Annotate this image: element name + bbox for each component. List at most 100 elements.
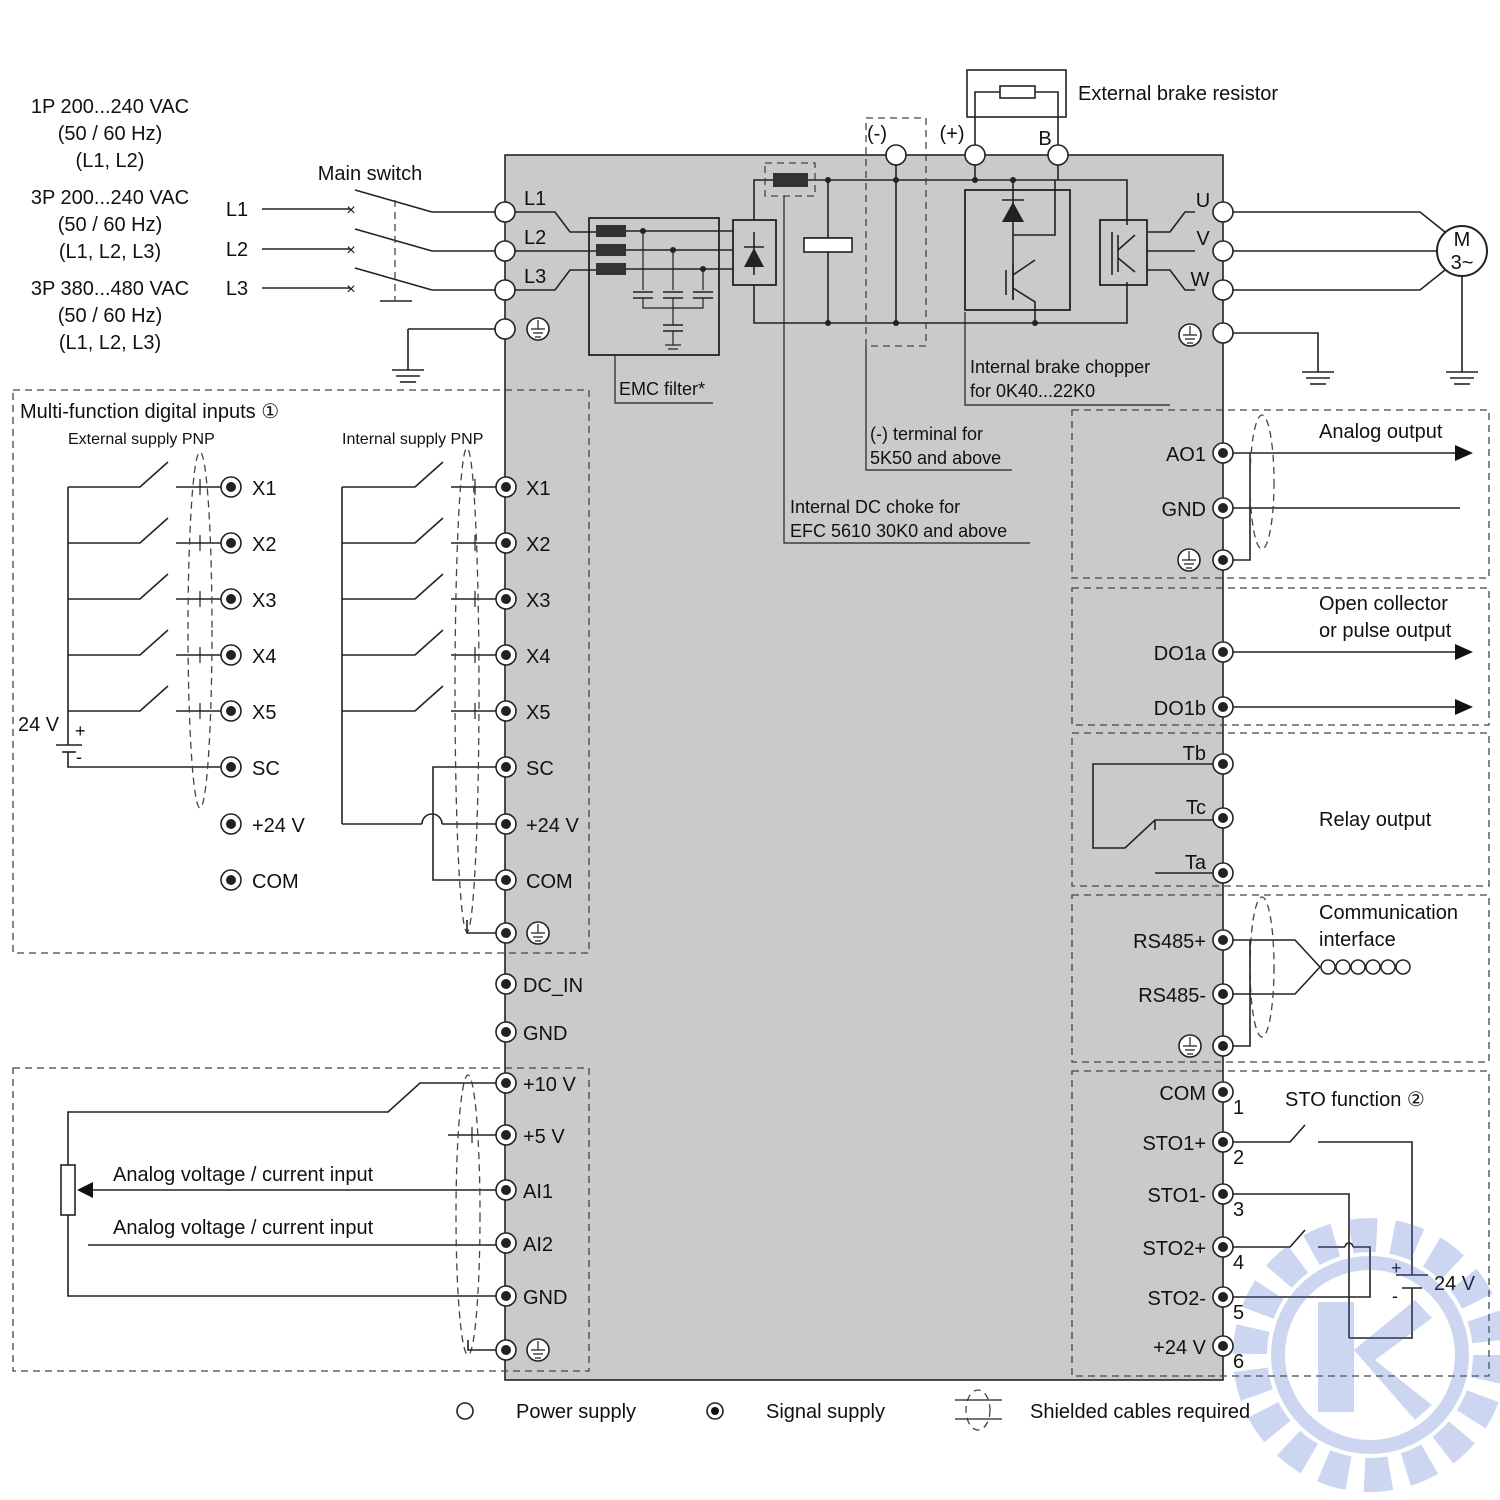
- resistor-icon: [999, 85, 1036, 99]
- ext-terminal-label-0: X1: [252, 478, 276, 500]
- digital-inputs-title: Multi-function digital inputs ①: [20, 401, 279, 423]
- terminal-v[interactable]: [1212, 240, 1234, 262]
- ext-terminal-label-6: +24 V: [252, 815, 305, 837]
- terminal-pe-input[interactable]: [494, 318, 516, 340]
- power-supply-icon: [456, 1402, 474, 1420]
- mains-l1-label: L1: [226, 199, 248, 221]
- brake-chopper-label-1: Internal brake chopper: [970, 357, 1150, 377]
- terminal-do1a-label: DO1a: [1154, 643, 1207, 665]
- mains-l2-label: L2: [226, 239, 248, 261]
- terminal-sto-label-0: COM: [1159, 1083, 1206, 1105]
- terminal-di-label-0: X1: [526, 478, 550, 500]
- terminal-sto-label-5: +24 V: [1153, 1337, 1206, 1359]
- analog-input-label-1: Analog voltage / current input: [113, 1164, 374, 1186]
- ext-terminal-label-7: COM: [252, 871, 299, 893]
- ext-terminal-label-5: SC: [252, 758, 280, 780]
- emc-filter-box: [588, 217, 720, 356]
- terminal-ai-label-3: AI2: [523, 1234, 553, 1256]
- dc-minus-callout-2: 5K50 and above: [870, 448, 1001, 468]
- dc-choke-callout-2: EFC 5610 30K0 and above: [790, 521, 1007, 541]
- terminal-dc-minus[interactable]: [885, 144, 907, 166]
- relay-output-frame: [1071, 732, 1490, 887]
- dc-choke-icon: [773, 173, 808, 187]
- terminal-l1[interactable]: [494, 201, 516, 223]
- drive-body: [504, 154, 1224, 1381]
- internal-supply-label: Internal supply PNP: [342, 431, 483, 448]
- brake-chopper-label-2: for 0K40...22K0: [970, 381, 1095, 401]
- open-collector-frame: [1071, 587, 1490, 726]
- terminal-ao1-label: AO1: [1166, 444, 1206, 466]
- sto-plus: +: [1391, 1258, 1402, 1278]
- terminal-tc-label: Tc: [1186, 797, 1206, 819]
- terminal-sto-number-5: 6: [1233, 1351, 1244, 1373]
- terminal-di-label-3: X4: [526, 646, 550, 668]
- terminal-dc-plus-label: (+): [940, 123, 965, 145]
- terminal-aux-label-1: GND: [523, 1023, 567, 1045]
- shielded-cable-icon: [965, 1389, 991, 1431]
- potentiometer-icon: [60, 1164, 76, 1216]
- dc-capacitor-icon: [803, 237, 853, 253]
- terminal-w[interactable]: [1212, 279, 1234, 301]
- callouts: EMC filter* Internal brake chopper for 0…: [614, 196, 1170, 544]
- terminal-di-label-6: +24 V: [526, 815, 579, 837]
- terminal-di-label-5: SC: [526, 758, 554, 780]
- terminal-l1-label: L1: [524, 188, 546, 210]
- terminal-di-label-4: X5: [526, 702, 550, 724]
- terminal-u-label: U: [1196, 190, 1210, 212]
- terminal-sto-label-3: STO2+: [1142, 1238, 1206, 1260]
- battery-minus: -: [76, 747, 82, 767]
- terminal-sto-label-4: STO2-: [1147, 1288, 1206, 1310]
- ext-terminal-label-1: X2: [252, 534, 276, 556]
- motor-label-3ph: 3~: [1451, 252, 1474, 274]
- power-circuit: [515, 117, 1195, 356]
- svg-text:×: ×: [346, 242, 355, 259]
- terminal-rs485-plus-label: RS485+: [1133, 931, 1206, 953]
- supply-3p-380-phases: (L1, L2, L3): [59, 332, 161, 354]
- brake-resistor-box: [966, 69, 1067, 118]
- output-terminals: U V W M 3~: [1178, 190, 1488, 385]
- dc-choke-callout-1: Internal DC choke for: [790, 497, 960, 517]
- communication-frame: [1071, 894, 1490, 1063]
- communication-title-1: Communication: [1319, 902, 1458, 924]
- sto-frame: [1071, 1070, 1490, 1377]
- terminal-brake-b-label: B: [1038, 128, 1051, 150]
- terminal-v-label: V: [1196, 228, 1210, 250]
- terminal-di-label-1: X2: [526, 534, 550, 556]
- dc-terminals: (-) (+) B External brake resistor: [867, 69, 1278, 166]
- sto-battery-label: 24 V: [1434, 1273, 1476, 1295]
- terminal-dc-plus[interactable]: [964, 144, 986, 166]
- terminal-ai-label-0: +10 V: [523, 1074, 576, 1096]
- terminal-l3[interactable]: [494, 279, 516, 301]
- terminal-sto-number-0: 1: [1233, 1097, 1244, 1119]
- terminal-sto-number-3: 4: [1233, 1252, 1244, 1274]
- terminal-w-label: W: [1191, 269, 1210, 291]
- right-terminals: AO1GNDDO1aDO1bTbTcTaRS485+RS485-COM1STO1…: [1133, 442, 1411, 1373]
- terminal-ao-gnd-label: GND: [1162, 499, 1206, 521]
- terminal-pe-output[interactable]: [1212, 322, 1234, 344]
- terminal-dc-minus-label: (-): [867, 123, 887, 145]
- analog-input-label-2: Analog voltage / current input: [113, 1217, 374, 1239]
- input-terminals: L1 L2 L3: [494, 188, 550, 341]
- supply-3p-200-phases: (L1, L2, L3): [59, 241, 161, 263]
- battery-label: 24 V: [18, 714, 60, 736]
- legend: Power supply Signal supply Shielded cabl…: [456, 1389, 1250, 1431]
- open-collector-title-2: or pulse output: [1319, 620, 1452, 642]
- terminal-u[interactable]: [1212, 201, 1234, 223]
- terminal-sto-label-2: STO1-: [1147, 1185, 1206, 1207]
- terminal-do1b-label: DO1b: [1154, 698, 1206, 720]
- supply-3p-200-label: 3P 200...240 VAC: [31, 187, 189, 209]
- legend-shielded-cables: Shielded cables required: [1030, 1401, 1250, 1423]
- external-supply-label: External supply PNP: [68, 431, 215, 448]
- motor-label-m: M: [1454, 229, 1471, 251]
- sto-title: STO function ②: [1285, 1089, 1425, 1111]
- terminal-l2[interactable]: [494, 240, 516, 262]
- watermark-gear-logo: [1233, 1218, 1500, 1492]
- filter-choke-3: [596, 263, 626, 275]
- legend-power-supply: Power supply: [516, 1401, 636, 1423]
- ext-terminal-label-2: X3: [252, 590, 276, 612]
- ext-terminal-label-3: X4: [252, 646, 276, 668]
